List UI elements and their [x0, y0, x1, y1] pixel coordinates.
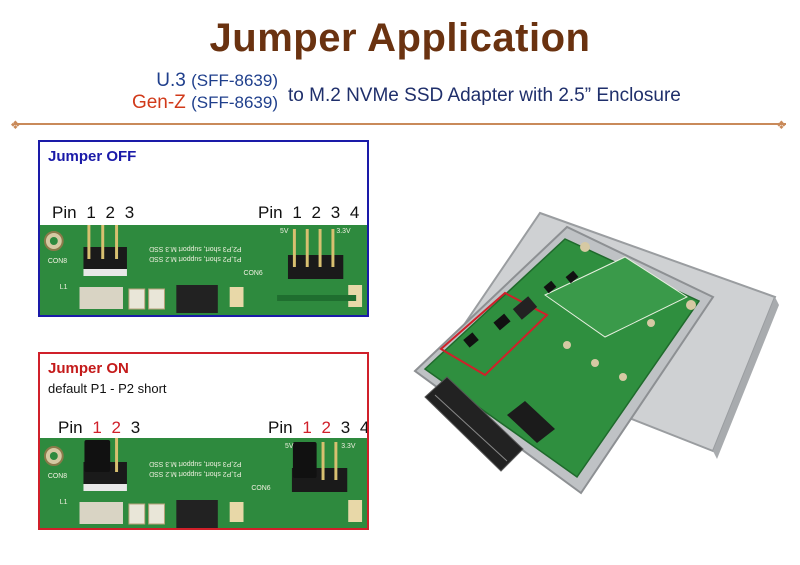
pin-word: Pin — [58, 418, 83, 437]
pcb-silk-3v: 3.3V — [341, 443, 356, 450]
jumper-off-title: Jumper OFF — [48, 148, 137, 165]
jumper-off-panel: Jumper OFF Pin 1 2 3 Pin 1 2 3 4 — [38, 140, 369, 317]
pin-number-highlighted: 2 — [321, 418, 331, 437]
divider-ornament-right-icon: ❖ — [776, 118, 787, 132]
pcb-silk-line2: P1,P2 short, support M.2 SSD — [149, 470, 241, 477]
pin-number: 3 — [124, 203, 135, 222]
pcb-silk-5v: 5V — [280, 228, 289, 235]
subtitle-product: to M.2 NVMe SSD Adapter with 2.5” Enclos… — [288, 85, 681, 106]
pcb-silk-3v: 3.3V — [336, 228, 351, 235]
u3-spec: (SFF-8639) — [191, 71, 278, 90]
pcb-silk-con6: CON6 — [244, 270, 263, 277]
u3-label: U.3 — [156, 70, 186, 91]
pcb-silk-line2: P1,P2 short, support M.2 SSD — [149, 255, 241, 262]
pin-labels-right: Pin 1 2 3 4 — [268, 418, 369, 438]
pin-number-highlighted: 1 — [302, 418, 312, 437]
pin-labels-right: Pin 1 2 3 4 — [258, 203, 364, 223]
genz-line: Gen-Z (SFF-8639) — [132, 92, 278, 114]
pin-number-highlighted: 1 — [92, 418, 102, 437]
jumper-on-title: Jumper ON — [48, 360, 129, 377]
u3-line: U.3 (SFF-8639) — [132, 70, 278, 92]
pcb-silk-line1: P2,P3 short, support M.3 SSD — [149, 460, 241, 467]
pin-word: Pin — [52, 203, 77, 222]
pin-word: Pin — [258, 203, 283, 222]
pcb-closeup-on: P2,P3 short, support M.3 SSD P1,P2 short… — [40, 438, 367, 528]
pin-labels-left: Pin 1 2 3 — [52, 203, 139, 223]
pcb-silk-l1: L1 — [60, 284, 68, 291]
pin-number: 2 — [311, 203, 321, 222]
pcb-silk-con8: CON8 — [48, 258, 67, 265]
page-title: Jumper Application — [209, 16, 591, 60]
pin-number: 3 — [330, 203, 341, 222]
pin-number: 1 — [292, 203, 302, 222]
pcb-silk-l1: L1 — [60, 499, 68, 506]
pin-number: 4 — [359, 418, 369, 437]
genz-spec: (SFF-8639) — [191, 93, 278, 112]
divider-line — [14, 123, 786, 125]
pcb-silk-line1: P2,P3 short, support M.3 SSD — [149, 245, 241, 252]
pin-word: Pin — [268, 418, 293, 437]
genz-label: Gen-Z — [131, 92, 186, 113]
pin-number: 1 — [86, 203, 96, 222]
divider-ornament-left-icon: ❖ — [10, 118, 21, 132]
pcb-closeup-off: P2,P3 short, support M.3 SSD P1,P2 short… — [40, 225, 367, 315]
pin-labels-left: Pin 1 2 3 — [58, 418, 145, 438]
pin-number: 4 — [349, 203, 360, 222]
pcb-silk-con6: CON6 — [251, 485, 270, 492]
pcb-silk-5v: 5V — [285, 443, 294, 450]
pin-number: 3 — [340, 418, 351, 437]
pin-number-highlighted: 2 — [111, 418, 121, 437]
pin-number: 3 — [130, 418, 141, 437]
adapter-product-photo — [413, 211, 779, 495]
jumper-on-note: default P1 - P2 short — [48, 381, 167, 396]
subtitle-interfaces: U.3 (SFF-8639) Gen-Z (SFF-8639) — [132, 70, 278, 114]
pcb-silk-con8: CON8 — [48, 473, 67, 480]
pin-number: 2 — [105, 203, 115, 222]
jumper-on-panel: Jumper ON default P1 - P2 short Pin 1 2 … — [38, 352, 369, 530]
